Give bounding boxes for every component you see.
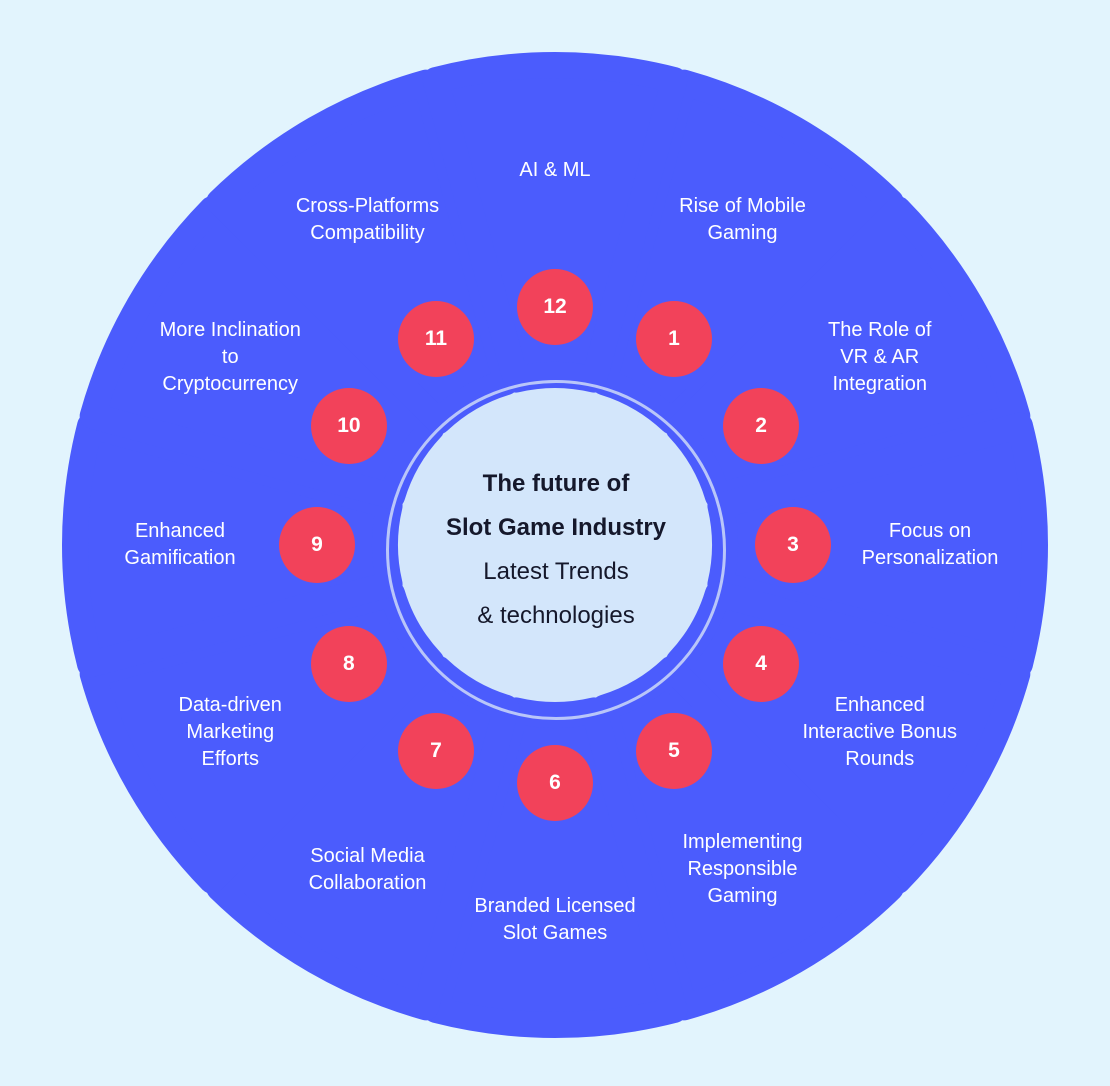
- segment-label-8: Data-driven Marketing Efforts: [178, 694, 282, 770]
- segment-12: [422, 52, 688, 393]
- segment-number-badge-10: 10: [310, 388, 387, 464]
- segment-number-badge-11: 11: [398, 300, 474, 377]
- segment-number-badge-12: 12: [517, 269, 593, 345]
- segment-label-6: Branded Licensed Slot Games: [474, 895, 636, 944]
- segment-number-badge-5: 5: [636, 713, 712, 790]
- segment-number-badge-3: 3: [755, 507, 831, 583]
- segment-number-badge-8: 8: [310, 626, 387, 702]
- hub-subtitle-line-1: Latest Trends: [483, 558, 629, 585]
- segment-label-1: Rise of Mobile Gaming: [679, 195, 806, 245]
- segment-number-badge-7: 7: [398, 713, 474, 790]
- hub-title-line-1: The future of: [482, 470, 630, 497]
- segment-label-3: Focus on Personalization: [861, 520, 999, 569]
- segment-number-badge-1: 1: [636, 300, 712, 377]
- segment-label-9: Enhanced Gamification: [124, 520, 236, 569]
- hub-title-line-2: Slot Game Industry: [445, 514, 667, 541]
- segment-number-badge-6: 6: [517, 745, 593, 821]
- segment-label-12: AI & ML: [519, 158, 591, 181]
- segment-label-10: More Inclination to Cryptocurrency: [159, 319, 301, 395]
- segment-number-badge-2: 2: [723, 388, 800, 464]
- hub-subtitle-line-2: & technologies: [477, 602, 635, 629]
- segment-number-badge-9: 9: [279, 507, 355, 583]
- segment-label-11: Cross-Platforms Compatibility: [295, 195, 440, 245]
- segment-label-5: Implementing Responsible Gaming: [682, 831, 803, 908]
- segment-label-4: Enhanced Interactive Bonus Rounds: [802, 694, 958, 770]
- segment-label-7: Social Media Collaboration: [308, 844, 427, 894]
- segment-label-2: The Role of VR & AR Integration: [828, 319, 932, 395]
- center-hub: The future of Slot Game Industry Latest …: [386, 380, 726, 720]
- segment-number-badge-4: 4: [723, 626, 800, 702]
